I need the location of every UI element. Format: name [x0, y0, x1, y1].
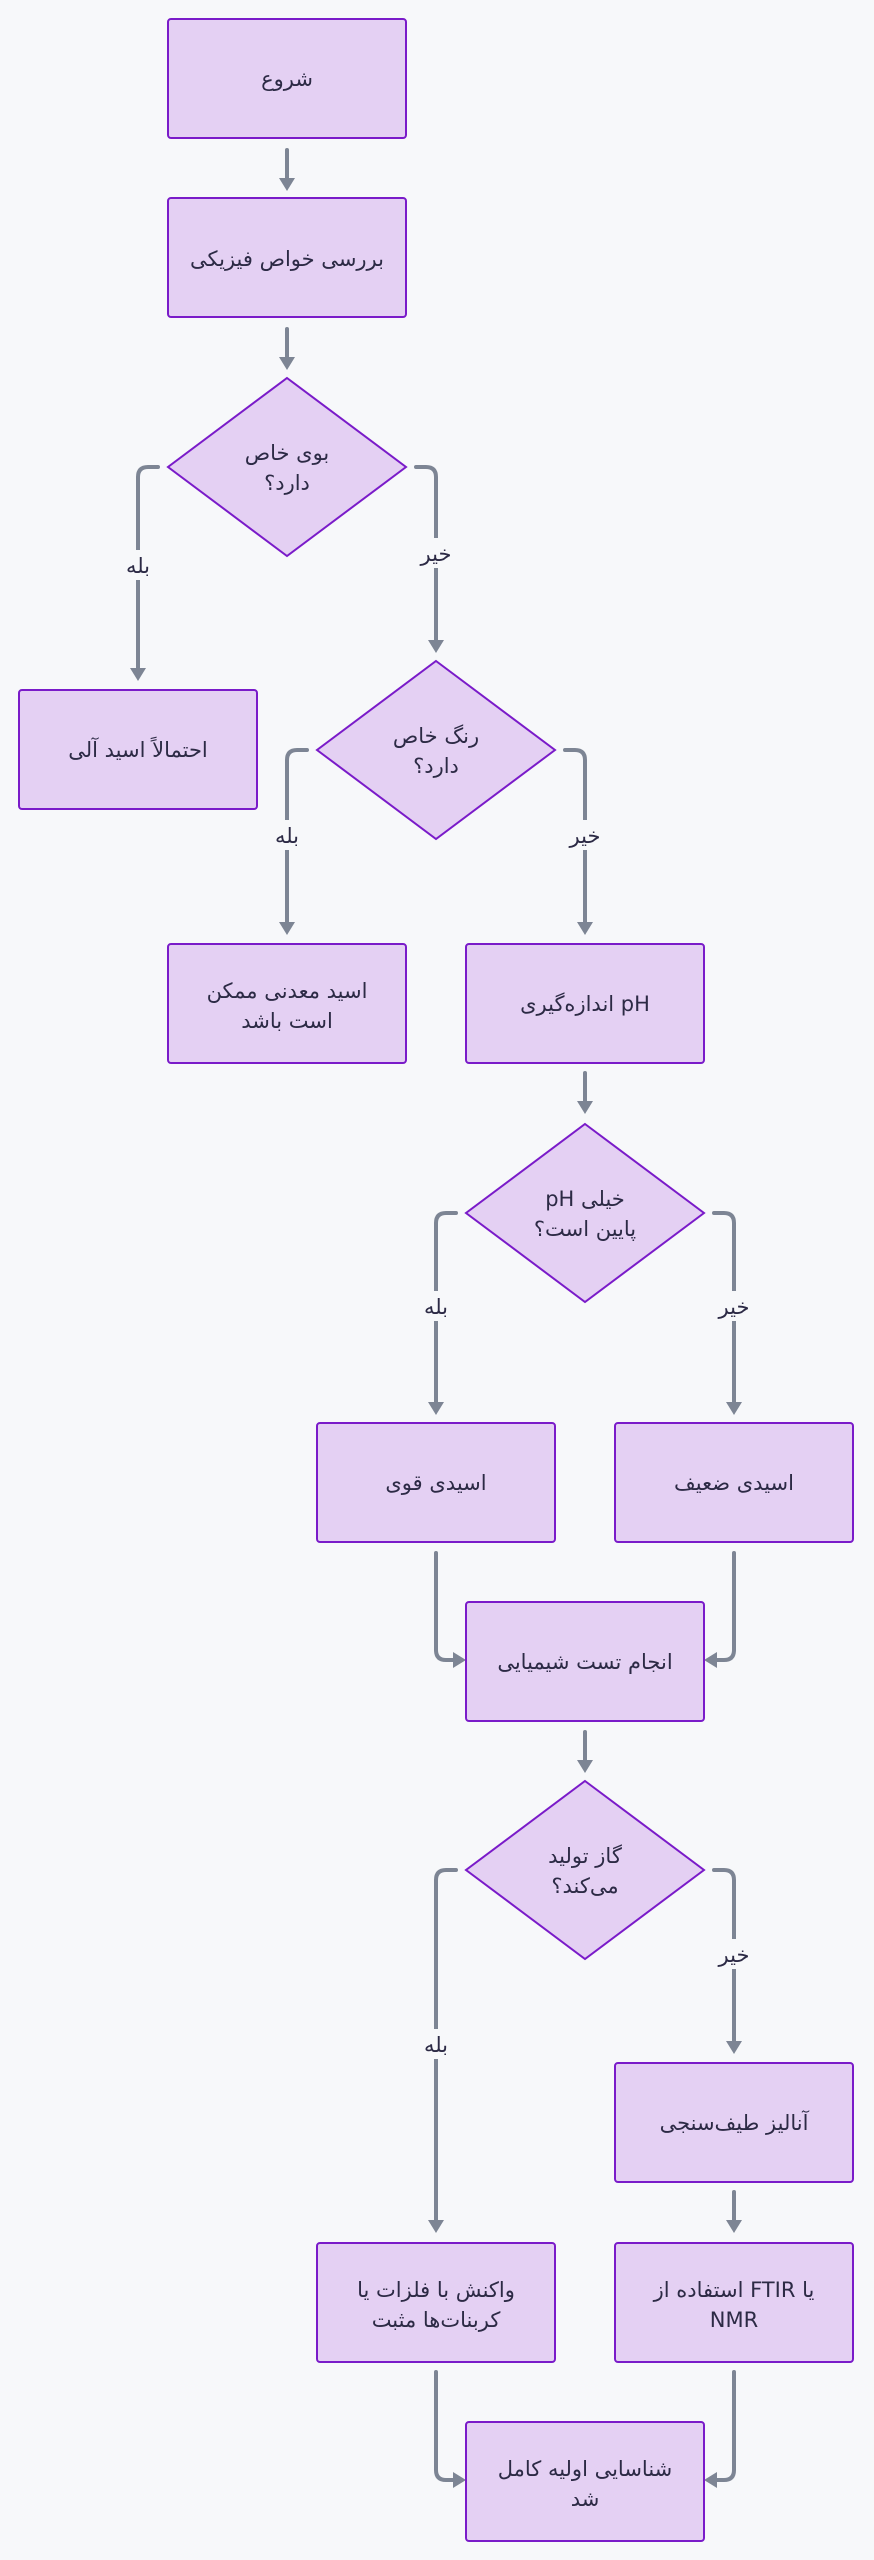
- node-spectro-label: آنالیز طیف‌سنجی: [660, 2110, 810, 2135]
- edge-metal-to-done: [434, 2370, 457, 2482]
- node-physical-properties: بررسی خواص فیزیکی: [167, 197, 407, 318]
- node-weak-label: اسیدی ضعیف: [674, 1471, 794, 1495]
- edge-color-no: [563, 748, 587, 926]
- edge-label-no: خیر: [420, 542, 452, 566]
- arrowhead: [428, 2220, 444, 2233]
- node-chem-test-label: انجام تست شیمیایی: [497, 1650, 672, 1674]
- arrowhead: [577, 922, 593, 935]
- decision-gas-line-1: گاز تولید: [548, 1844, 622, 1868]
- edge-strong-to-chem: [434, 1551, 457, 1662]
- arrowhead: [428, 1402, 444, 1415]
- node-spectroscopy: آنالیز طیف‌سنجی: [614, 2062, 854, 2183]
- decision-gas-line-2: می‌کند؟: [551, 1874, 618, 1898]
- decision-gas: گاز تولید می‌کند؟: [464, 1779, 706, 1961]
- arrowhead: [726, 2041, 742, 2054]
- edge-gas-no: [712, 1868, 736, 2045]
- edge-color-yes: [285, 748, 309, 926]
- node-ftir-nmr: استفاده از FTIR یا NMR: [614, 2242, 854, 2363]
- decision-smell: بوی خاص دارد؟: [166, 376, 408, 558]
- edge-smell-yes: [136, 465, 160, 672]
- arrowhead: [577, 1760, 593, 1773]
- node-mineral-line-2: است باشد: [241, 1009, 333, 1033]
- node-ph-measure-label: اندازه‌گیری pH: [520, 992, 650, 1016]
- edge-label-yes: بله: [275, 824, 299, 848]
- arrowhead: [279, 922, 295, 935]
- edge-label-no: خیر: [569, 824, 601, 848]
- node-metal-line-1: واکنش با فلزات یا: [357, 2278, 515, 2302]
- node-metal-line-2: کربنات‌ها مثبت: [372, 2308, 501, 2332]
- arrowhead: [453, 1652, 466, 1668]
- node-ftir-line-2: NMR: [710, 2308, 758, 2332]
- node-start: شروع: [167, 18, 407, 139]
- node-organic-acid: احتمالاً اسید آلی: [18, 689, 258, 810]
- decision-ph-low: pH خیلی پایین است؟: [464, 1122, 706, 1304]
- node-weak-acid: اسیدی ضعیف: [614, 1422, 854, 1543]
- node-strong-acid: اسیدی قوی: [316, 1422, 556, 1543]
- node-organic-label: احتمالاً اسید آلی: [68, 736, 208, 762]
- arrowhead: [428, 640, 444, 653]
- edge-label-no: خیر: [718, 1943, 750, 1967]
- node-mineral-acid: اسید معدنی ممکن است باشد: [167, 943, 407, 1064]
- arrowhead: [453, 2472, 466, 2488]
- node-metal-reaction: واکنش با فلزات یا کربنات‌ها مثبت: [316, 2242, 556, 2363]
- arrowhead: [279, 357, 295, 370]
- node-done-line-1: شناسایی اولیه کامل: [498, 2457, 673, 2481]
- arrowhead: [726, 1402, 742, 1415]
- edge-ftir-to-done: [713, 2370, 736, 2482]
- decision-ph-low-line-2: پایین است؟: [534, 1217, 636, 1241]
- node-ftir-line-1: استفاده از FTIR یا: [653, 2278, 815, 2302]
- edge-label-no: خیر: [718, 1295, 750, 1319]
- decision-color-line-1: رنگ خاص: [393, 724, 479, 748]
- arrowhead: [704, 1652, 717, 1668]
- node-done-line-2: شد: [571, 2487, 600, 2511]
- edge-gas-yes: [434, 1868, 458, 2224]
- arrowhead: [704, 2472, 717, 2488]
- arrowhead: [726, 2220, 742, 2233]
- edge-label-yes: بله: [424, 1295, 448, 1319]
- edge-phlow-yes: [434, 1211, 458, 1406]
- decision-color-line-2: دارد؟: [413, 754, 459, 778]
- edge-label-yes: بله: [424, 2033, 448, 2057]
- decision-color: رنگ خاص دارد؟: [315, 659, 557, 841]
- decision-smell-line-2: دارد؟: [264, 471, 310, 495]
- decision-smell-line-1: بوی خاص: [245, 441, 330, 465]
- node-identification-complete: شناسایی اولیه کامل شد: [465, 2421, 705, 2542]
- arrowhead: [279, 178, 295, 191]
- arrowhead: [130, 668, 146, 681]
- node-start-label: شروع: [261, 67, 313, 91]
- nodes: شروع بررسی خواص فیزیکی بوی خاص دارد؟ احت…: [18, 18, 854, 2542]
- node-mineral-line-1: اسید معدنی ممکن: [207, 979, 368, 1003]
- node-chemical-test: انجام تست شیمیایی: [465, 1601, 705, 1722]
- edge-smell-no: [414, 465, 438, 644]
- edge-weak-to-chem: [713, 1551, 736, 1662]
- node-physical-label: بررسی خواص فیزیکی: [190, 247, 384, 271]
- edges: بله خیر بله خیر بله خیر: [118, 148, 754, 2488]
- edge-phlow-no: [712, 1211, 736, 1406]
- node-strong-label: اسیدی قوی: [385, 1471, 486, 1495]
- decision-ph-low-line-1: pH خیلی: [545, 1187, 625, 1211]
- edge-label-yes: بله: [126, 554, 150, 578]
- arrowhead: [577, 1101, 593, 1114]
- node-ph-measure: اندازه‌گیری pH: [465, 943, 705, 1064]
